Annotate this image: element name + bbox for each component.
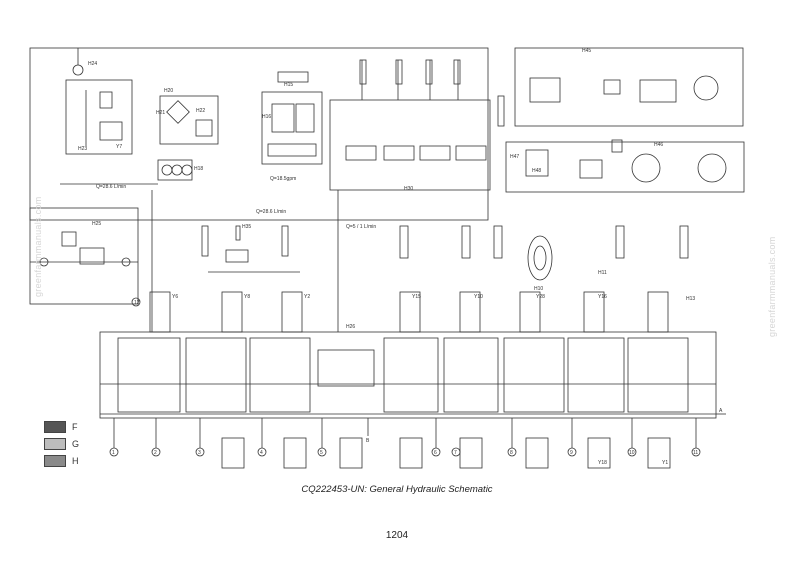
flow-label-q-long: Q=28.6 L/min: [256, 209, 286, 215]
valve-label-y6: Y6: [172, 294, 178, 300]
watermark-left: greenfarmmanuals.com: [33, 196, 43, 297]
label-h16: H16: [262, 114, 271, 120]
port-label-12: 12: [134, 300, 140, 306]
legend-swatch-h: [44, 455, 66, 467]
legend-label-f: F: [72, 422, 78, 432]
legend: F G H: [44, 419, 79, 470]
flow-label-q-small: Q=5 / 1 L/min: [346, 224, 376, 230]
port-label-7: 7: [454, 450, 457, 456]
label-h13: H13: [686, 296, 695, 302]
label-h45: H45: [582, 48, 591, 54]
label-h46: H46: [654, 142, 663, 148]
legend-item-f: F: [44, 419, 79, 435]
valve-label-y16: Y16: [598, 294, 607, 300]
label-h23: H23: [78, 146, 87, 152]
block-h25: [29, 207, 139, 305]
watermark-right: greenfarmmanuals.com: [767, 236, 777, 337]
label-h10: H10: [534, 286, 543, 292]
valve-label-y10: Y10: [474, 294, 483, 300]
port-label-10: 10: [629, 450, 635, 456]
valve-label-y15: Y15: [412, 294, 421, 300]
label-h24: H24: [88, 61, 97, 67]
block-h45: [514, 47, 744, 127]
port-label-9: 9: [570, 450, 573, 456]
legend-item-g: G: [44, 436, 79, 452]
label-h47: H47: [510, 154, 519, 160]
legend-label-h: H: [72, 456, 79, 466]
port-label-8: 8: [510, 450, 513, 456]
block-h30: [329, 99, 491, 191]
label-h21: H21: [156, 110, 165, 116]
valve-label-y28: Y28: [536, 294, 545, 300]
label-h26: H26: [346, 324, 355, 330]
block-h46: [505, 141, 745, 193]
label-h35: H35: [242, 224, 251, 230]
port-label-5: 5: [320, 450, 323, 456]
figure-caption: CQ222453-UN: General Hydraulic Schematic: [301, 484, 493, 495]
page-number: 1204: [385, 530, 409, 541]
flow-label-q-mid: Q=18.5gpm: [270, 176, 296, 182]
valve-label-y1: Y1: [662, 460, 668, 466]
block-h15: [261, 91, 323, 165]
valve-label-y2: Y2: [304, 294, 310, 300]
label-h48: H48: [532, 168, 541, 174]
port-label-11: 11: [693, 450, 698, 456]
label-h18: H18: [194, 166, 203, 172]
legend-label-g: G: [72, 439, 80, 449]
block-h21: [159, 95, 219, 145]
block-h24: [65, 79, 133, 155]
legend-item-h: H: [44, 453, 79, 469]
block-h18: [157, 159, 193, 181]
port-b-label: B: [366, 438, 370, 444]
port-label-6: 6: [434, 450, 437, 456]
label-h25: H25: [92, 221, 101, 227]
valve-label-y18: Y18: [598, 460, 607, 466]
port-label-2: 2: [154, 450, 157, 456]
flow-label-q-left: Q=28.6 L/min: [96, 184, 126, 190]
frame-top-left: [29, 47, 489, 221]
port-label-3: 3: [198, 450, 201, 456]
valve-label-y8: Y8: [244, 294, 250, 300]
port-a-label: A: [719, 408, 723, 414]
label-h22: H22: [196, 108, 205, 114]
port-label-4: 4: [260, 450, 263, 456]
label-h20: H20: [164, 88, 173, 94]
valve-label-y7: Y7: [116, 144, 122, 150]
label-h15: H15: [284, 82, 293, 88]
label-h11: H11: [598, 270, 607, 276]
legend-swatch-f: [44, 421, 66, 433]
legend-swatch-g: [44, 438, 66, 450]
block-h26: [99, 331, 717, 419]
port-label-1: 1: [112, 450, 115, 456]
label-h30: H30: [404, 186, 413, 192]
